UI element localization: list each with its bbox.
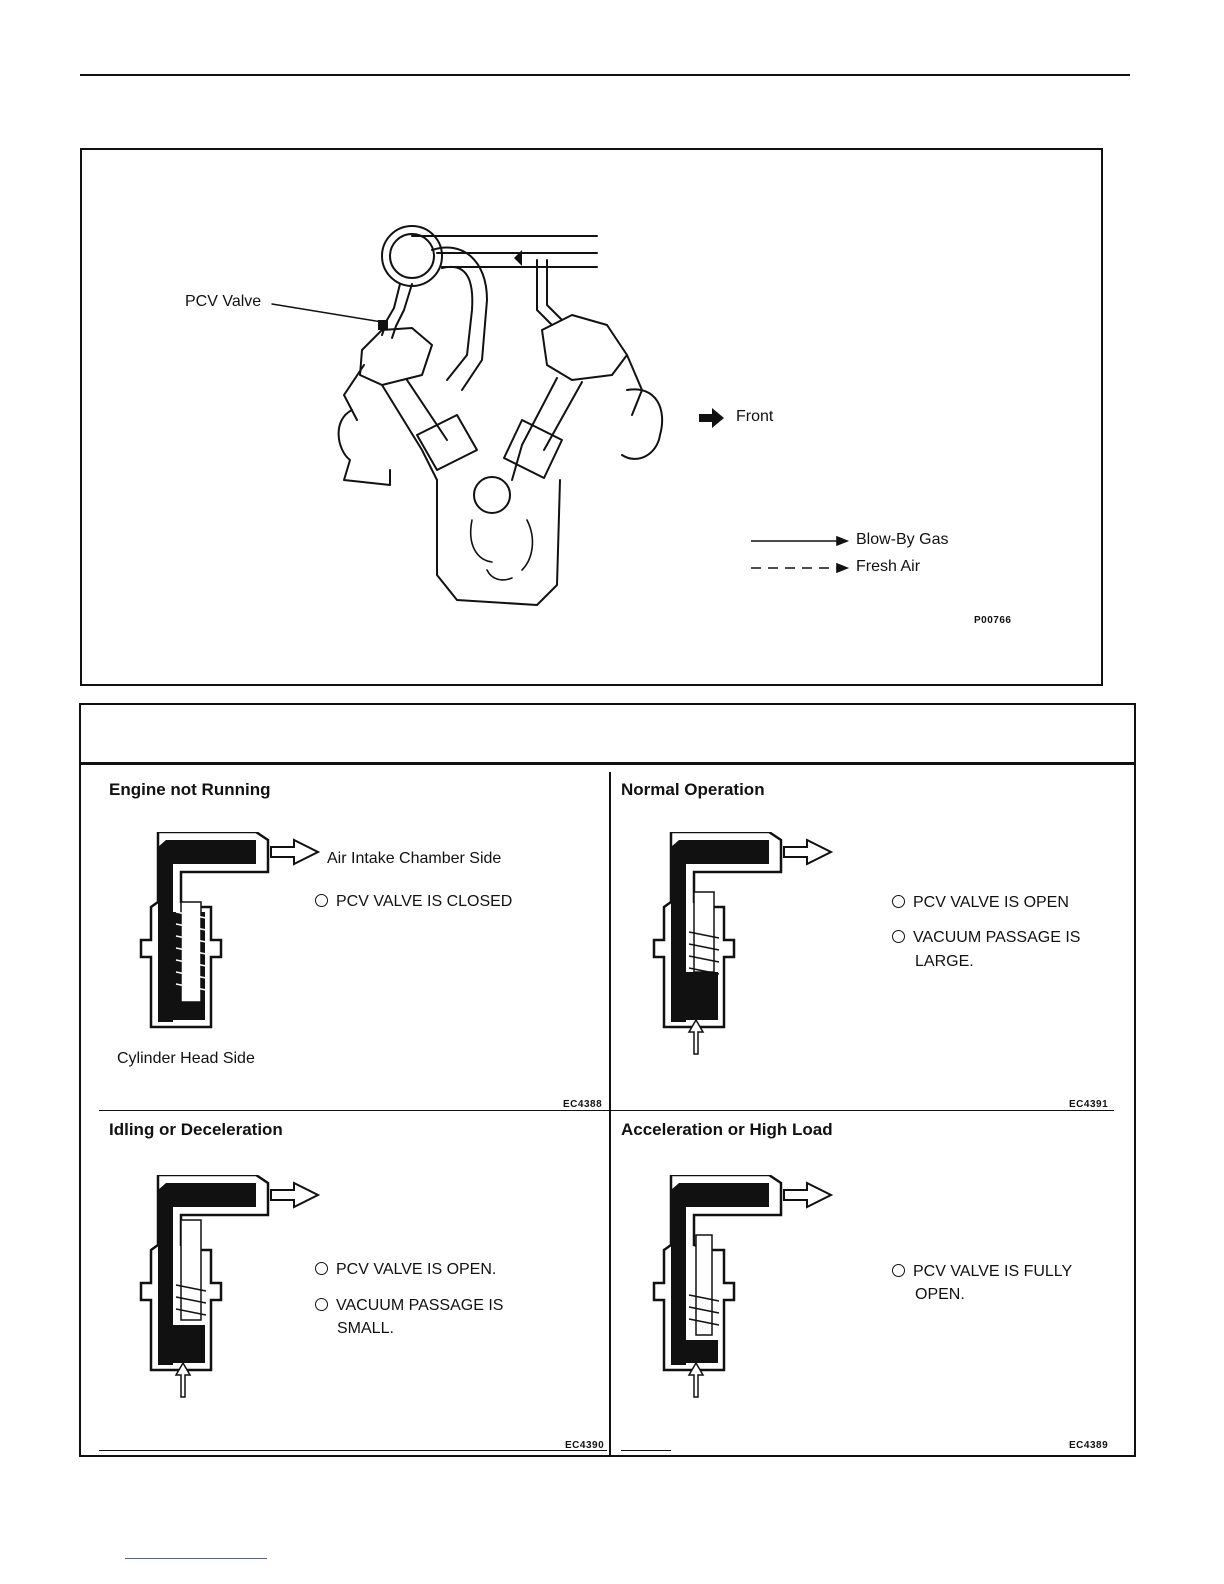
legend-fresh-air-label: Fresh Air [856,558,921,575]
fresh-air-legend-arrowhead [836,562,850,574]
panel-idling-deceleration: Idling or Deceleration PCV VALVE IS OPEN… [81,1110,609,1455]
engine-cross-section-drawing [271,225,850,606]
panel-title: Engine not Running [109,780,271,799]
panel-note: PCV VALVE IS OPEN. [315,1258,496,1282]
panel-note-continuation: SMALL. [337,1320,394,1337]
page-top-rule [80,74,1130,76]
pcv-valve-label: PCV Valve [185,293,262,310]
bullet-circle-icon [892,930,905,943]
pcv-valve-closed-drawing [139,832,321,1029]
note-text: PCV VALVE IS FULLY [913,1263,1073,1280]
figure-code: P00766 [974,615,1012,626]
panel-note-continuation: LARGE. [915,953,974,970]
panel-title: Idling or Deceleration [109,1120,283,1139]
figure-header-band [81,705,1134,765]
pcv-valve-operation-figure: Engine not Running Air Intake Chamber Si… [79,703,1136,1457]
page-footer-link-underline [125,1558,267,1559]
panel-note: PCV VALVE IS CLOSED [315,890,512,914]
panel-title: Acceleration or High Load [621,1120,833,1139]
pcv-valve-open-large-drawing [652,832,834,1055]
pcv-valve-open-small-drawing [139,1175,321,1398]
note-text: VACUUM PASSAGE IS [913,929,1081,946]
panel-note: VACUUM PASSAGE IS [892,926,1080,950]
bullet-circle-icon [892,895,905,908]
bullet-circle-icon [315,1298,328,1311]
pcv-valve-fully-open-drawing [652,1175,834,1398]
panel-code: EC4389 [1069,1440,1109,1451]
pcv-system-figure: PCV Valve Front Blow-By Gas Fresh Air P0… [80,148,1103,686]
front-label: Front [736,408,774,425]
panel-bottom-rule-left [99,1450,607,1451]
legend-blow-by-label: Blow-By Gas [856,531,949,548]
panel-note: PCV VALVE IS FULLY [892,1260,1072,1284]
panel-code: EC4388 [563,1099,603,1110]
air-intake-side-label: Air Intake Chamber Side [327,850,502,867]
bullet-circle-icon [315,1262,328,1275]
panel-engine-not-running: Engine not Running Air Intake Chamber Si… [81,762,609,1110]
note-text: VACUUM PASSAGE IS [336,1297,504,1314]
cylinder-head-side-label: Cylinder Head Side [117,1050,255,1067]
panel-code: EC4391 [1069,1099,1109,1110]
panel-note-continuation: OPEN. [915,1286,965,1303]
bullet-circle-icon [892,1264,905,1277]
panel-code: EC4390 [565,1440,605,1451]
panel-note: VACUUM PASSAGE IS [315,1294,503,1318]
front-arrow-icon [699,408,724,428]
blow-by-legend-arrowhead [836,535,850,547]
note-text: PCV VALVE IS CLOSED [336,893,513,910]
note-text: PCV VALVE IS OPEN. [336,1261,497,1278]
note-text: PCV VALVE IS OPEN [913,894,1069,911]
panel-bottom-rule-right [621,1450,671,1451]
panel-divider-vertical [609,772,611,1455]
panel-acceleration-high-load: Acceleration or High Load PCV VALVE IS F… [611,1110,1116,1455]
panel-divider-horizontal [99,1110,1114,1111]
panel-normal-operation: Normal Operation PCV VALVE IS OPEN VACUU… [611,762,1116,1110]
bullet-circle-icon [315,894,328,907]
panel-title: Normal Operation [621,780,765,799]
panel-note: PCV VALVE IS OPEN [892,891,1069,915]
